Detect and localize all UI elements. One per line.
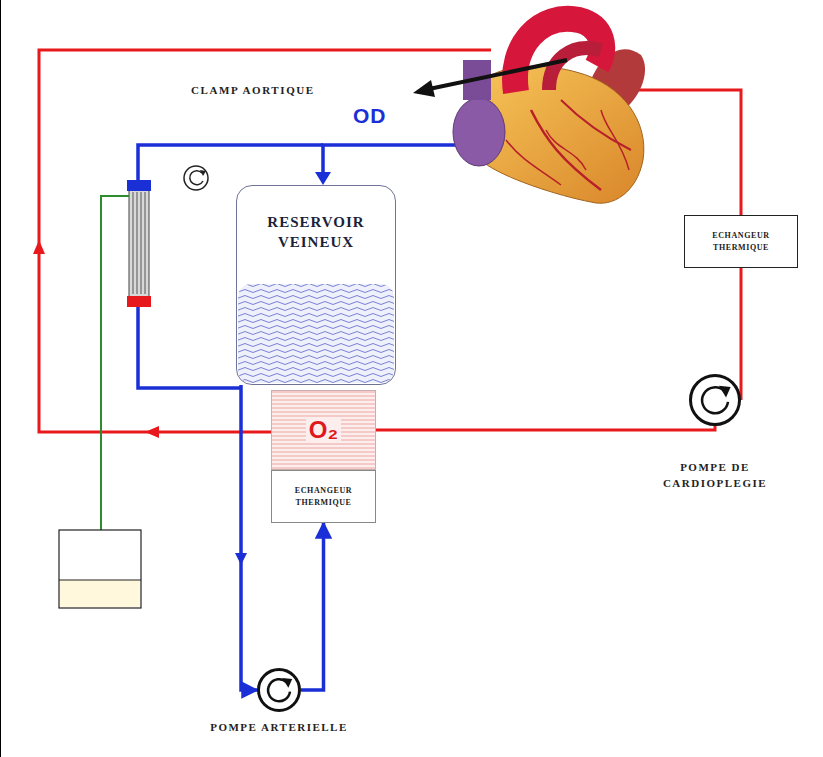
reservoir-blood: [238, 284, 394, 383]
venous-connector: [301, 523, 324, 690]
reservoir-box: RESERVOIR VEINEUX: [236, 185, 396, 385]
ultrafiltrate-bag: [60, 580, 140, 607]
arterial-connector: [376, 426, 715, 430]
filter-pump: [184, 166, 208, 190]
clamp-arrow: [413, 80, 435, 97]
flow-arrow: [33, 240, 45, 254]
hemofilter: [129, 186, 149, 298]
venous-connector: [241, 385, 257, 690]
box-text: RESERVOIR VEINEUX: [256, 212, 376, 253]
box-text: ECHANGEUR THERMIQUE: [292, 485, 356, 509]
clamp-label: CLAMP AORTIQUE: [191, 84, 315, 96]
filter-pump: [200, 170, 206, 176]
arterial-pump: POMPE ARTERIELLE: [154, 668, 404, 736]
filter-pump: [190, 171, 203, 185]
ultrafiltrate-bag: [59, 530, 141, 608]
pump-label: POMPE ARTERIELLE: [210, 720, 348, 736]
clamp-arrow: [429, 60, 567, 89]
heat-exchanger-box: ECHANGEUR THERMIQUE: [684, 215, 798, 268]
atrium-label: OD: [353, 104, 387, 128]
pump-symbol: [257, 668, 301, 712]
oxygenator-box: O₂: [271, 390, 376, 470]
heat-exchanger-box: ECHANGEUR THERMIQUE: [271, 470, 376, 523]
flow-arrow: [315, 172, 331, 185]
hemofilter-fibres: [133, 192, 145, 294]
pump-symbol: [689, 374, 741, 426]
hemofilter-cap: [127, 180, 151, 191]
hemofilter-line: [138, 145, 323, 180]
venous-line: [323, 145, 459, 176]
arterial-line: [39, 50, 491, 432]
flow-arrow: [145, 426, 159, 438]
hemofilter-cap: [127, 296, 151, 307]
ultrafiltrate-bag: [59, 579, 141, 580]
arterial-connector: [740, 268, 743, 400]
ultrafiltrate-line: [101, 196, 129, 530]
cardioplegia-pump: POMPE DE CARDIOPLEGIE: [640, 374, 790, 492]
box-text: ECHANGEUR THERMIQUE: [709, 230, 773, 254]
heart-illustration: [453, 19, 645, 203]
hemofilter-line: [138, 307, 241, 388]
box-text: O₂: [306, 417, 341, 443]
pump-label: POMPE DE CARDIOPLEGIE: [645, 460, 785, 492]
